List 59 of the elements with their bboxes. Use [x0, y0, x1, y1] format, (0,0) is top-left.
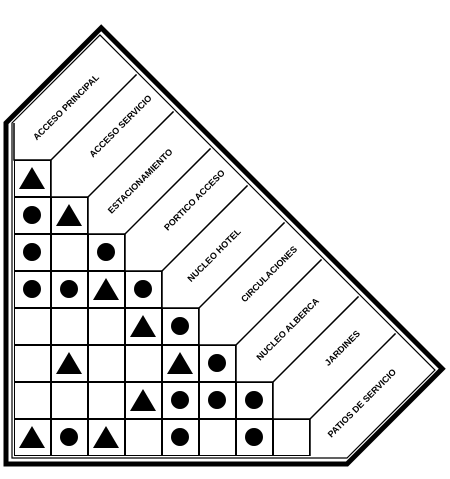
dot-symbol	[208, 391, 226, 409]
triangle-symbol	[93, 278, 119, 300]
matrix-cell	[273, 419, 310, 456]
matrix-cell	[88, 234, 125, 271]
matrix-cell	[51, 271, 88, 308]
dot-symbol	[60, 428, 78, 446]
dot-symbol	[171, 428, 189, 446]
matrix-cell	[162, 345, 199, 382]
matrix-cell	[14, 345, 51, 382]
matrix-cell	[199, 419, 236, 456]
matrix-cell	[14, 308, 51, 345]
dot-symbol	[60, 280, 78, 298]
matrix-cell	[14, 382, 51, 419]
triangle-symbol	[130, 315, 156, 337]
triangle-symbol	[167, 352, 193, 374]
matrix-cell	[236, 419, 273, 456]
matrix-cell	[88, 345, 125, 382]
matrix-cell	[51, 197, 88, 234]
dot-symbol	[134, 280, 152, 298]
dot-symbol	[97, 243, 115, 261]
dot-symbol	[245, 391, 263, 409]
matrix-cell	[51, 345, 88, 382]
matrix-cell	[88, 308, 125, 345]
matrix-cell	[162, 308, 199, 345]
matrix-cell	[125, 308, 162, 345]
dot-symbol	[245, 428, 263, 446]
matrix-cell	[14, 271, 51, 308]
matrix-cell	[125, 271, 162, 308]
matrix-cell	[88, 419, 125, 456]
matrix-cell	[14, 234, 51, 271]
triangle-symbol	[56, 352, 82, 374]
matrix-cell	[51, 234, 88, 271]
triangle-symbol	[130, 389, 156, 411]
matrix-cell	[51, 308, 88, 345]
matrix-cell	[14, 160, 51, 197]
dot-symbol	[23, 206, 41, 224]
dot-symbol	[171, 391, 189, 409]
matrix-cell	[199, 345, 236, 382]
matrix-cell	[14, 419, 51, 456]
matrix-cell	[51, 419, 88, 456]
matrix-cell	[88, 382, 125, 419]
matrix-cell	[236, 382, 273, 419]
matrix-cell	[125, 345, 162, 382]
dot-symbol	[23, 243, 41, 261]
triangle-symbol	[19, 167, 45, 189]
matrix-cell	[14, 197, 51, 234]
triangle-symbol	[56, 204, 82, 226]
dot-symbol	[23, 280, 41, 298]
matrix-cell	[88, 271, 125, 308]
matrix-cell	[51, 382, 88, 419]
triangle-symbol	[93, 426, 119, 448]
triangle-symbol	[19, 426, 45, 448]
matrix-cell	[162, 419, 199, 456]
matrix-cell	[125, 382, 162, 419]
matrix-cell	[199, 382, 236, 419]
dot-symbol	[208, 354, 226, 372]
matrix-cell	[125, 419, 162, 456]
dot-symbol	[171, 317, 189, 335]
matrix-cell	[162, 382, 199, 419]
